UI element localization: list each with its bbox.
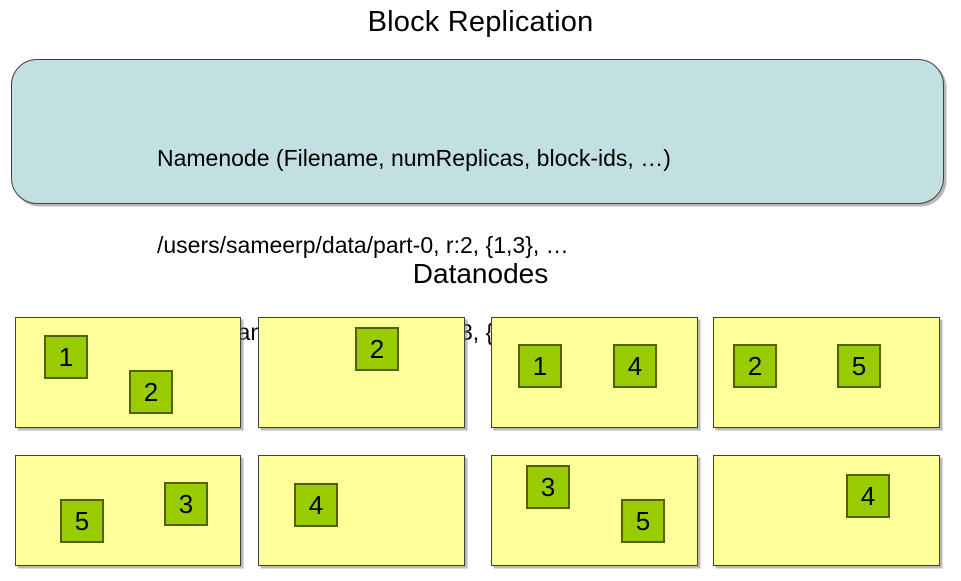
block-square-2: 2 bbox=[733, 344, 777, 388]
block-square-4: 4 bbox=[846, 474, 890, 518]
block-square-5: 5 bbox=[621, 499, 665, 543]
block-square-4: 4 bbox=[613, 344, 657, 388]
namenode-header-line: Namenode (Filename, numReplicas, block-i… bbox=[157, 145, 671, 171]
datanode-r2-c2: 4 bbox=[258, 455, 465, 566]
namenode-box: Namenode (Filename, numReplicas, block-i… bbox=[11, 59, 944, 345]
datanode-r1-c2: 2 bbox=[258, 317, 465, 428]
block-square-5: 5 bbox=[60, 499, 104, 543]
block-square-2: 2 bbox=[355, 327, 399, 371]
datanodes-heading: Datanodes bbox=[412, 258, 549, 289]
diagram-title: Block Replication bbox=[367, 6, 594, 38]
namenode-file-entry: /users/sameerp/data/part-0, r:2, {1,3}, … bbox=[157, 232, 569, 258]
block-square-1: 1 bbox=[518, 344, 562, 388]
block-square-2: 2 bbox=[129, 370, 173, 414]
block-square-1: 1 bbox=[44, 335, 88, 379]
block-square-5: 5 bbox=[837, 344, 881, 388]
datanode-r2-c4: 4 bbox=[713, 455, 940, 566]
block-square-3: 3 bbox=[526, 465, 570, 509]
block-square-4: 4 bbox=[294, 483, 338, 527]
block-square-3: 3 bbox=[164, 482, 208, 526]
